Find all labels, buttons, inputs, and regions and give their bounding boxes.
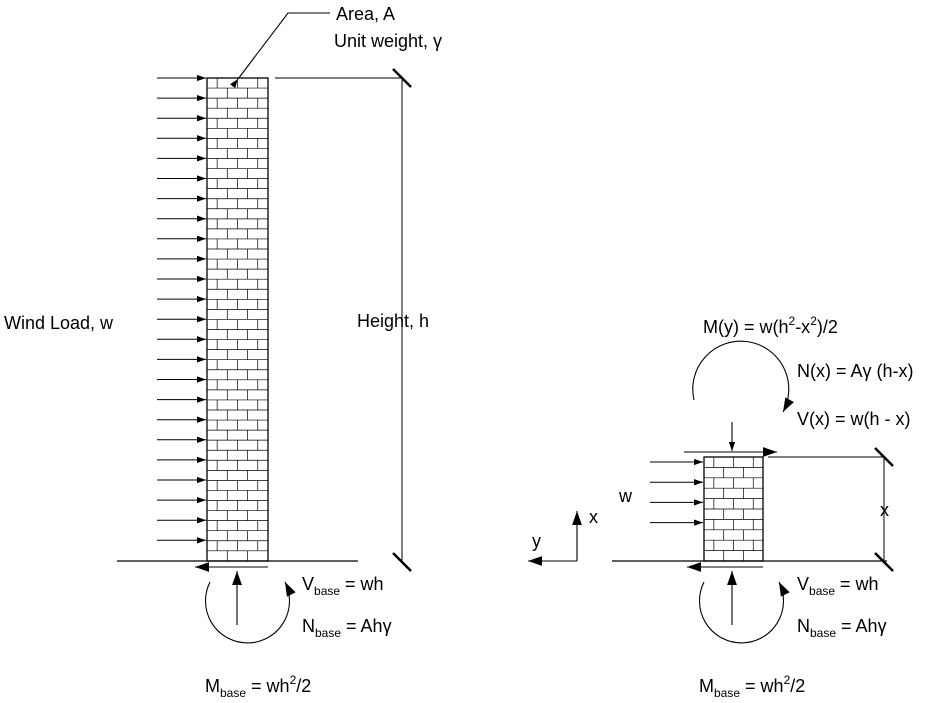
axis-x-label: x — [589, 507, 598, 527]
m-base-arrow-right — [698, 581, 790, 644]
height-label: Height, h — [357, 311, 429, 331]
moment-equation: M(y) = w(h2-x2)/2 — [703, 314, 838, 337]
n-base-label: Nbase = Ahγ — [302, 616, 392, 640]
wind-load-label: Wind Load, w — [4, 313, 114, 333]
x-dimension-label: x — [880, 500, 889, 520]
m-y-arrow — [692, 340, 794, 413]
m-base-label: Mbase = wh2/2 — [205, 673, 311, 700]
w-label: w — [618, 486, 633, 506]
area-leader-arrow — [230, 12, 330, 89]
wind-load-arrows — [157, 74, 206, 544]
height-dimension — [275, 68, 412, 572]
m-base-arrow — [204, 581, 296, 644]
masonry-wall-segment — [703, 456, 764, 562]
v-base-label: Vbase = wh — [302, 574, 384, 598]
m-base-label-right: Mbase = wh2/2 — [699, 673, 805, 700]
v-base-label-right: Vbase = wh — [797, 574, 879, 598]
normal-force-equation: N(x) = Aγ (h-x) — [797, 361, 914, 381]
x-dimension — [768, 447, 894, 572]
coordinate-axes — [528, 511, 582, 566]
axis-y-label: y — [532, 531, 541, 551]
shear-force-equation: V(x) = w(h - x) — [797, 409, 911, 429]
masonry-wall-full — [206, 77, 269, 562]
segment-wind-arrows — [650, 458, 703, 526]
n-base-label-right: Nbase = Ahγ — [797, 616, 887, 640]
area-label: Area, A — [336, 4, 395, 24]
unit-weight-label: Unit weight, γ — [334, 31, 442, 51]
